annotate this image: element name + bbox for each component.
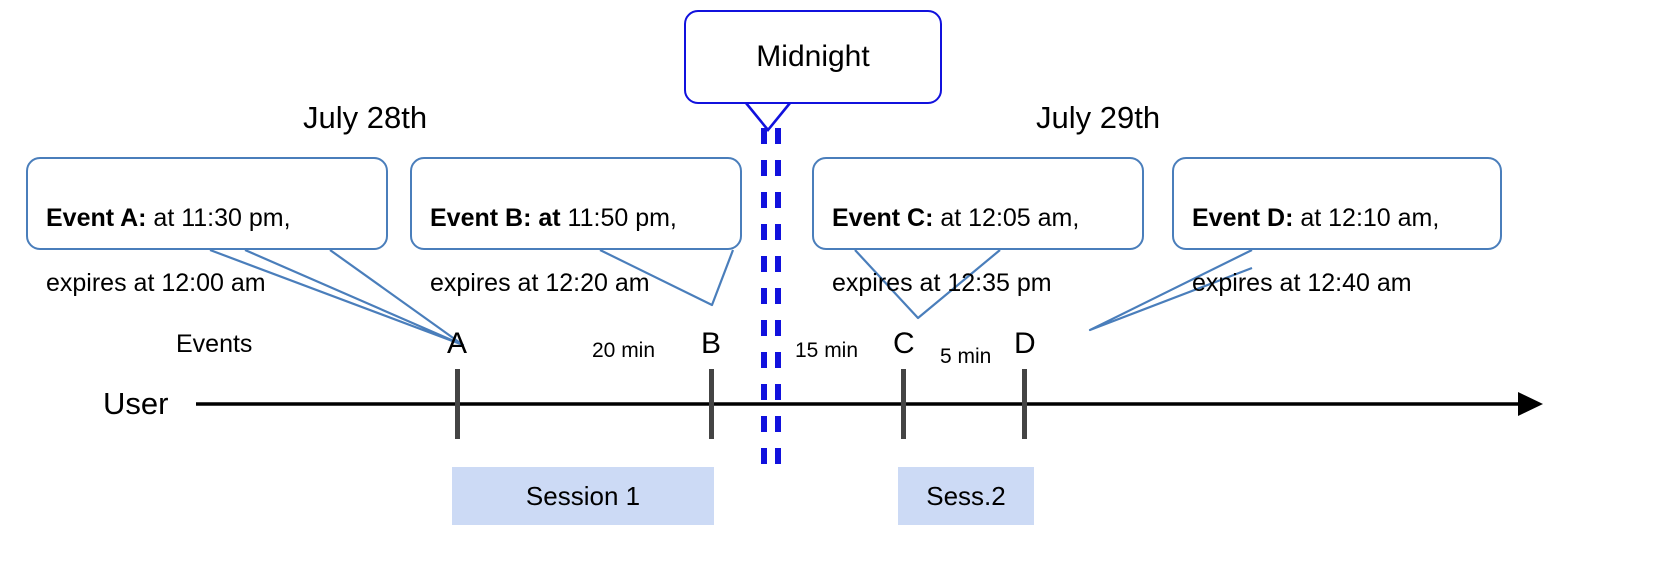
midnight-callout: Midnight	[684, 10, 942, 104]
callout-event-c-rest: at 12:05 am,	[933, 203, 1080, 232]
session-box-2-label: Sess.2	[926, 480, 1006, 511]
gap-label-a-to-b: 20 min	[592, 339, 656, 362]
callout-event-b-rest: 11:50 pm,	[560, 203, 677, 232]
callout-event-d-bold: Event D:	[1192, 203, 1294, 232]
callout-event-b: Event B: at 11:50 pm, expires at 12:20 a…	[410, 157, 742, 297]
callout-event-a-bold: Event A:	[46, 203, 147, 232]
callout-event-a-rest: at 11:30 pm,	[146, 203, 291, 232]
session-box-1: Session 1	[452, 467, 714, 525]
row-label-user: User	[103, 386, 169, 421]
event-letter-d: D	[1014, 327, 1036, 360]
event-letter-a: A	[447, 327, 468, 360]
event-tick-c	[901, 369, 906, 439]
callout-event-d: Event D: at 12:10 am, expires at 12:40 a…	[1172, 157, 1502, 297]
callout-event-b-bold: Event B: at	[430, 203, 561, 232]
timeline-arrowhead	[1518, 392, 1543, 416]
callout-event-a-line2: expires at 12:00 am	[46, 268, 266, 297]
callout-event-d-line2: expires at 12:40 am	[1192, 268, 1412, 297]
session-box-1-label: Session 1	[525, 480, 641, 511]
event-tick-a	[455, 369, 460, 439]
date-heading-july-29: July 29th	[1036, 100, 1161, 135]
event-tick-d	[1022, 369, 1027, 439]
callout-event-d-rest: at 12:10 am,	[1293, 203, 1440, 232]
callout-event-c-line2: expires at 12:35 pm	[832, 268, 1052, 297]
event-tick-b	[709, 369, 714, 439]
midnight-bubble-tail	[744, 102, 792, 133]
gap-label-c-to-d: 5 min	[940, 345, 992, 368]
row-label-events: Events	[176, 330, 253, 358]
gap-label-b-to-c: 15 min	[795, 339, 859, 362]
session-box-2: Sess.2	[898, 467, 1034, 525]
callout-event-b-line2: expires at 12:20 am	[430, 268, 650, 297]
callout-event-c: Event C: at 12:05 am, expires at 12:35 p…	[812, 157, 1144, 297]
callout-event-a: Event A: at 11:30 pm, expires at 12:00 a…	[26, 157, 388, 297]
event-letter-b: B	[701, 327, 722, 360]
callout-event-c-bold: Event C:	[832, 203, 934, 232]
date-heading-july-28: July 28th	[303, 100, 428, 135]
event-letter-c: C	[893, 327, 915, 360]
midnight-label: Midnight	[756, 40, 870, 73]
